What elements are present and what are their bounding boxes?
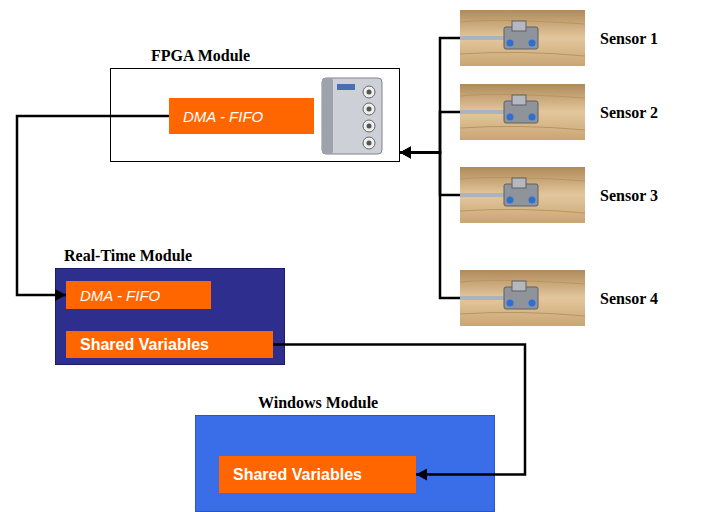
fifo-box: DMA - FIFO xyxy=(66,281,211,309)
arrowhead xyxy=(416,469,427,481)
connector xyxy=(400,153,460,195)
connector xyxy=(17,116,169,295)
device-connectors xyxy=(363,86,375,149)
sensor: Sensor 3 xyxy=(460,167,690,225)
sensor-dot xyxy=(507,40,514,47)
sensor-label: Sensor 3 xyxy=(600,187,658,205)
sensor-picture xyxy=(460,10,585,66)
device-side xyxy=(322,78,333,154)
sensor-dot xyxy=(529,114,536,121)
sensor-picture xyxy=(460,84,585,140)
wood-grain xyxy=(460,177,585,213)
sensor-dot xyxy=(507,114,514,121)
sensor-dot xyxy=(507,300,514,307)
sensor-dot xyxy=(529,197,536,204)
variables-box: Shared Variables xyxy=(219,456,416,493)
sensor: Sensor 2 xyxy=(460,84,690,142)
sensor-cable xyxy=(460,110,504,114)
sensor-top xyxy=(512,21,526,31)
wood-ground xyxy=(460,84,585,140)
sensor-top xyxy=(512,95,526,105)
module-title: Windows Module xyxy=(258,394,378,412)
sensor-label: Sensor 1 xyxy=(600,30,658,48)
arrowhead xyxy=(400,147,411,159)
sensor-picture xyxy=(460,270,585,326)
fifo-box: DMA - FIFO xyxy=(169,98,314,134)
sensor-cable xyxy=(460,36,504,40)
module-title: FPGA Module xyxy=(151,47,250,65)
fifo-label: DMA - FIFO xyxy=(183,108,263,125)
wood-ground xyxy=(460,167,585,223)
sensor-label: Sensor 2 xyxy=(600,104,658,122)
sensor-top xyxy=(512,281,526,291)
sensor-cable xyxy=(460,193,504,197)
arrowhead xyxy=(55,289,66,301)
wood-grain xyxy=(460,280,585,316)
wood-grain xyxy=(460,20,585,56)
variables-label: Shared Variables xyxy=(233,466,362,484)
sensor-dot xyxy=(529,300,536,307)
fifo-label: DMA - FIFO xyxy=(80,287,160,304)
wood-grain xyxy=(460,94,585,130)
variables-box: Shared Variables xyxy=(66,331,273,358)
module-box: Real-Time ModuleDMA - FIFOShared Variabl… xyxy=(55,268,285,365)
sensor-picture xyxy=(460,167,585,223)
sensor-cable xyxy=(460,296,504,300)
arrowhead xyxy=(400,147,411,159)
variables-label: Shared Variables xyxy=(80,336,209,354)
wood-ground xyxy=(460,270,585,326)
connector xyxy=(400,38,460,153)
module-title: Real-Time Module xyxy=(64,247,192,265)
device-body xyxy=(322,78,382,154)
fpga-device xyxy=(322,78,382,154)
sensor-dot xyxy=(507,197,514,204)
device-badge xyxy=(337,84,355,90)
module-box: FPGA ModuleDMA - FIFO xyxy=(110,68,400,162)
connector xyxy=(400,153,460,298)
sensor-dot xyxy=(529,40,536,47)
connector xyxy=(273,345,525,475)
wood-ground xyxy=(460,10,585,66)
arrowhead xyxy=(400,147,411,159)
connector xyxy=(400,112,460,153)
sensor: Sensor 4 xyxy=(460,270,690,328)
sensor-top xyxy=(512,178,526,188)
arrowhead xyxy=(400,147,411,159)
module-box: Windows ModuleShared Variables xyxy=(195,415,495,512)
sensor-label: Sensor 4 xyxy=(600,290,658,308)
sensor: Sensor 1 xyxy=(460,10,690,68)
device-pins xyxy=(367,90,372,146)
